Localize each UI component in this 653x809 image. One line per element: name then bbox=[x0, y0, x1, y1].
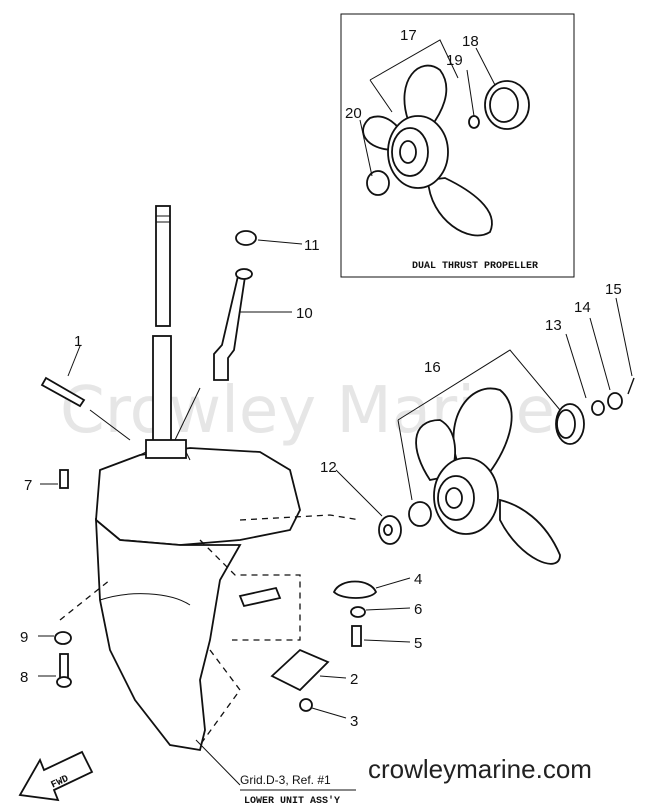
callout-3: 3 bbox=[350, 713, 358, 730]
callout-12: 12 bbox=[320, 459, 337, 476]
callout-14: 14 bbox=[574, 299, 591, 316]
inset-blade-bottom bbox=[427, 177, 493, 237]
callout-15: 15 bbox=[605, 281, 622, 298]
inset-frame bbox=[340, 13, 575, 278]
propeller-shaft bbox=[238, 586, 282, 608]
callout-19: 19 bbox=[446, 52, 463, 69]
fwd-arrow-shape bbox=[18, 750, 94, 802]
callout-2: 2 bbox=[350, 671, 358, 688]
assembly-name: LOWER UNIT ASS'Y bbox=[244, 795, 340, 807]
callout-13: 13 bbox=[545, 317, 562, 334]
part-18-ring-inner bbox=[489, 87, 519, 123]
main-propeller: 12 16 13 14 15 bbox=[320, 281, 635, 565]
part-10-water-tube bbox=[213, 267, 248, 381]
leader-17 bbox=[369, 39, 459, 113]
part-2-anode bbox=[270, 648, 330, 692]
leader-20 bbox=[359, 119, 373, 177]
part-6-washer bbox=[350, 606, 366, 618]
inset-blade-top bbox=[403, 64, 448, 130]
leader-19 bbox=[466, 69, 475, 117]
callout-20: 20 bbox=[345, 105, 362, 122]
part-14-washer bbox=[591, 400, 605, 416]
callout-17: 17 bbox=[400, 27, 417, 44]
part-7-pin bbox=[59, 469, 69, 489]
part-20-spacer bbox=[366, 170, 390, 196]
drive-shaft-upper bbox=[155, 205, 171, 327]
inset-caption: DUAL THRUST PROPELLER bbox=[412, 261, 538, 272]
callout-7: 7 bbox=[24, 477, 32, 494]
drive-shaft-housing bbox=[145, 439, 187, 459]
callout-8: 8 bbox=[20, 669, 28, 686]
cotter-pin bbox=[627, 377, 635, 395]
lower-case-top bbox=[95, 447, 301, 546]
leader-16 bbox=[397, 349, 561, 501]
leader-18 bbox=[475, 47, 496, 86]
prop-shaft-parts: 7 9 8 2 3 4 6 5 bbox=[20, 469, 422, 730]
part-19-washer bbox=[468, 115, 480, 129]
prop-blade-top bbox=[452, 387, 513, 480]
part-11-grommet bbox=[235, 230, 257, 246]
part-16-spacer bbox=[408, 501, 432, 527]
callout-9: 9 bbox=[20, 629, 28, 646]
part-9-nut bbox=[54, 631, 72, 645]
callout-1: 1 bbox=[74, 333, 82, 350]
part-5-bolt bbox=[351, 625, 362, 647]
part-15-nut bbox=[607, 392, 623, 410]
callout-16: 16 bbox=[424, 359, 441, 376]
callout-18: 18 bbox=[462, 33, 479, 50]
inset-hub-bore bbox=[399, 140, 417, 164]
lower-case bbox=[59, 387, 361, 786]
callout-5: 5 bbox=[414, 635, 422, 652]
callout-4: 4 bbox=[414, 571, 422, 588]
part-3-screw bbox=[299, 698, 313, 712]
lower-case-body bbox=[94, 517, 242, 752]
drive-shaft-lower bbox=[152, 335, 172, 455]
callout-11: 11 bbox=[304, 237, 320, 254]
callout-6: 6 bbox=[414, 601, 422, 618]
fwd-arrow: FWD bbox=[18, 750, 94, 802]
prop-blade-bottom bbox=[499, 498, 561, 565]
part-1-pin bbox=[40, 376, 86, 408]
dual-thrust-inset: 17 18 19 20 DUAL THRUST PROPELLER bbox=[340, 13, 575, 278]
callout-10: 10 bbox=[296, 305, 313, 322]
part-4-trim-tab bbox=[332, 580, 378, 599]
site-url: crowleymarine.com bbox=[368, 754, 592, 784]
reference-note: Grid.D-3, Ref. #1 LOWER UNIT ASS'Y bbox=[240, 773, 356, 807]
upper-parts: 11 10 1 bbox=[40, 205, 320, 455]
grid-reference: Grid.D-3, Ref. #1 bbox=[240, 773, 331, 787]
